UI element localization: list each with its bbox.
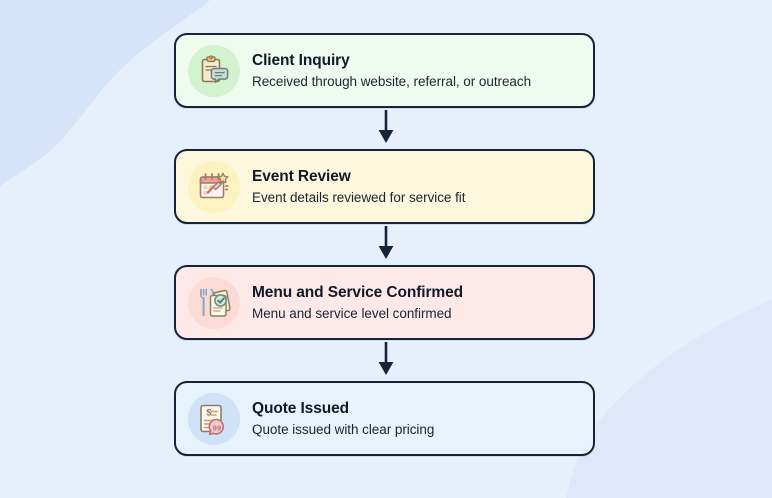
svg-text:$: $ — [206, 407, 212, 418]
flow-step-description: Menu and service level confirmed — [252, 305, 452, 321]
arrow-down-icon — [378, 110, 394, 143]
clipboard-chat-icon — [201, 54, 229, 83]
flow-step-text: Event Review Event details reviewed for … — [252, 167, 466, 207]
flow-step-description: Received through website, referral, or o… — [252, 73, 532, 89]
flow-step-quote-issued[interactable]: $ 99 Quote Issued Quote issued with clea… — [174, 381, 595, 456]
flow-step-title: Event Review — [252, 167, 351, 185]
calendar-star-check-icon-background — [188, 160, 240, 213]
arrow-down-icon — [378, 342, 394, 375]
flow-step-text: Menu and Service Confirmed Menu and serv… — [252, 283, 463, 323]
flow-step-event-review[interactable]: Event Review Event details reviewed for … — [174, 149, 595, 224]
flow-step-description: Event details reviewed for service fit — [252, 189, 466, 205]
flow-step-title: Menu and Service Confirmed — [252, 283, 464, 301]
flow-step-client-inquiry[interactable]: Client Inquiry Received through website,… — [174, 33, 595, 108]
menu-cutlery-check-icon — [200, 288, 231, 317]
flow-step-description: Quote issued with clear pricing — [252, 421, 435, 437]
clipboard-chat-icon-background — [188, 44, 240, 97]
flow-step-title: Quote Issued — [252, 399, 349, 417]
invoice-price-bubble-icon-background: $ 99 — [188, 392, 240, 445]
invoice-price-bubble-icon: $ 99 — [200, 404, 225, 435]
menu-cutlery-check-icon-background — [188, 276, 240, 329]
flow-step-title: Client Inquiry — [252, 51, 350, 69]
flow-step-text: Quote Issued Quote issued with clear pri… — [252, 399, 434, 439]
arrow-down-icon — [378, 226, 394, 259]
calendar-star-check-icon — [199, 172, 229, 198]
flow-step-text: Client Inquiry Received through website,… — [252, 51, 531, 91]
flow-step-menu-and-service-confirmed[interactable]: Menu and Service Confirmed Menu and serv… — [174, 265, 595, 340]
svg-text:99: 99 — [213, 423, 221, 432]
